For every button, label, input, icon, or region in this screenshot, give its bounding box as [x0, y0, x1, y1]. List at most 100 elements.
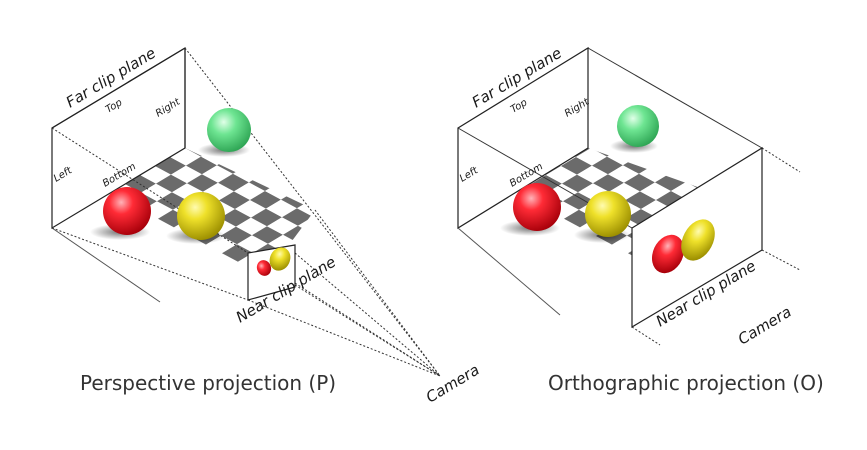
checker-tile [511, 144, 542, 162]
checker-tile [574, 113, 605, 131]
checker-tile [219, 191, 250, 209]
checker-tile [780, 189, 811, 207]
checker-tile [321, 76, 352, 94]
checker-tile [464, 135, 495, 153]
checker-tile [328, 199, 359, 217]
checker-tile [318, 296, 349, 314]
checker-tile [403, 154, 434, 172]
checker-tile [854, 127, 867, 145]
checker-tile [324, 128, 355, 146]
checker-tile [469, 223, 500, 241]
checker-tile [773, 66, 804, 84]
checker-tile [481, 162, 512, 180]
checker-tile [374, 189, 405, 207]
checker-tile [577, 165, 608, 184]
checker-tile [434, 153, 465, 171]
checker-tile [821, 92, 852, 110]
checker-tile [856, 162, 867, 180]
checker-tile [811, 189, 842, 207]
checker-tile [816, 277, 847, 295]
left-bottom-edge [51, 227, 161, 303]
checker-tile [541, 78, 572, 96]
checker-tile [806, 101, 837, 119]
checker-tile [338, 102, 369, 120]
checker-tile [840, 153, 867, 171]
checker-tile [860, 232, 867, 250]
checker-tile [796, 198, 827, 216]
checker-tile [278, 148, 309, 156]
checker-tile [256, 24, 287, 42]
checker-tile [303, 32, 334, 50]
checker-tile [556, 69, 587, 87]
checker-tile [237, 235, 268, 253]
checker-tile [528, 122, 559, 140]
checker-tile [261, 112, 292, 130]
checker-tile [527, 105, 558, 123]
far-clip-plane [457, 46, 589, 230]
checker-tile [436, 189, 467, 207]
checker-tile [797, 216, 828, 234]
checker-tile [761, 128, 792, 146]
checker-tile [262, 129, 293, 147]
checker-tile [108, 148, 139, 167]
checker-tile [369, 101, 400, 119]
checker-tile [774, 84, 805, 102]
checker-tile [225, 24, 256, 42]
checker-tile [725, 40, 756, 58]
checker-tile [409, 259, 440, 277]
checker-tile [730, 128, 761, 146]
checker-tile [295, 164, 315, 182]
checker-tile [640, 182, 671, 200]
checker-tile [346, 243, 377, 261]
checker-tile [684, 148, 715, 156]
checker-tile [625, 191, 656, 209]
checker-tile [150, 69, 181, 87]
checker-tile [408, 242, 439, 260]
checker-tile [306, 85, 337, 103]
checker-tile [394, 268, 425, 286]
checker-tile [729, 111, 760, 129]
checker-tile [759, 93, 790, 111]
checker-tile [853, 109, 867, 127]
checker-tile [352, 75, 383, 93]
camera-label: Camera [423, 361, 483, 407]
checker-tile [677, 15, 708, 33]
checker-tile [586, 51, 617, 69]
checker-tile [711, 67, 742, 85]
checker-tile [362, 251, 393, 269]
checker-tile [156, 174, 187, 193]
checker-tile [467, 148, 498, 159]
near-yellow-projection [681, 219, 715, 261]
checker-tile [419, 162, 450, 180]
checker-tile [693, 23, 724, 41]
checker-tile [794, 163, 825, 181]
checker-tile [379, 277, 410, 295]
checker-tile [91, 123, 122, 141]
checker-tile [364, 286, 395, 304]
checker-tile [547, 183, 578, 202]
checker-tile [420, 180, 451, 198]
checker-tile [384, 92, 415, 110]
near-red-projection [651, 234, 685, 274]
checker-tile [824, 145, 855, 163]
checker-tile [168, 113, 199, 131]
checker-tile [669, 148, 700, 165]
checker-tile [839, 136, 867, 154]
top-label: Top [509, 97, 530, 115]
checker-tile [287, 23, 318, 41]
checker-tile [829, 233, 860, 251]
checker-tile [226, 42, 257, 60]
checker-tile [678, 32, 709, 50]
checker-tile [741, 49, 772, 67]
checker-tile [512, 114, 543, 132]
checker-tile [373, 172, 404, 190]
checker-tile [252, 226, 283, 244]
checker-tile [392, 233, 423, 251]
checker-tile [498, 148, 529, 158]
checker-tile [422, 215, 453, 233]
checker-tile [576, 148, 607, 166]
checker-tile [814, 242, 845, 260]
checker-tile [292, 111, 323, 129]
checker-tile [326, 164, 357, 182]
checker-tile [358, 181, 389, 199]
